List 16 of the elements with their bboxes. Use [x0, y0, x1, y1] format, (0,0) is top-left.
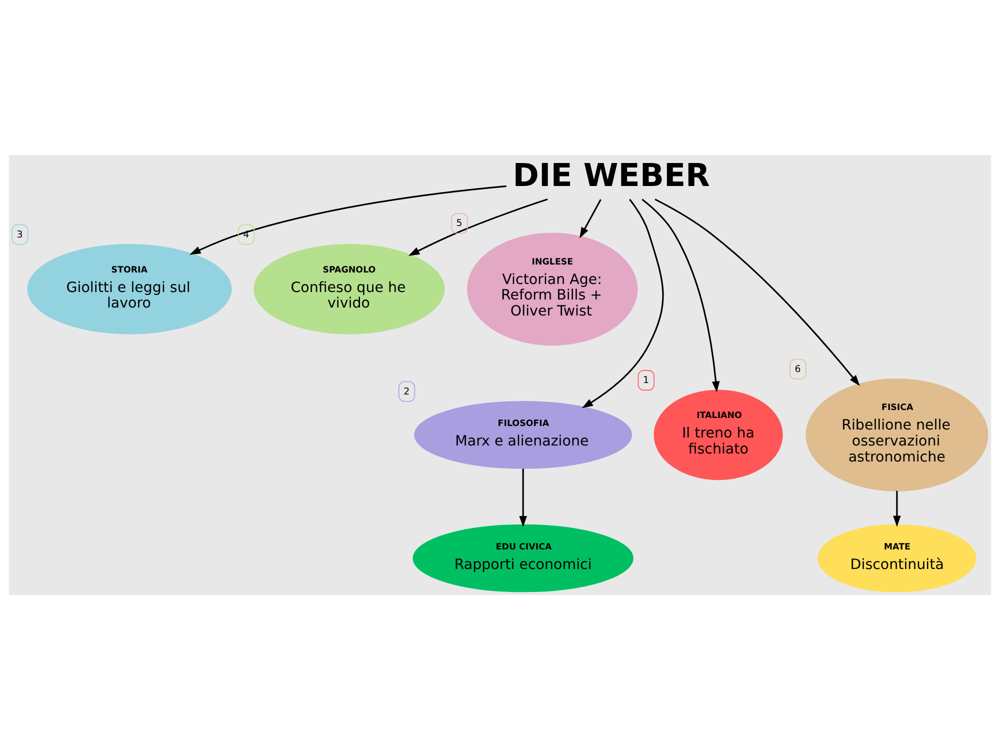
arrow — [190, 185, 506, 255]
node-label: 6 — [794, 364, 801, 375]
node-ellipse: EDU CIVICA Rapporti economici — [412, 524, 634, 592]
node-ellipse: MATE Discontinuità — [818, 524, 976, 592]
arrow — [654, 198, 860, 386]
node-label: 2 — [404, 386, 410, 398]
node-label: 1 — [642, 375, 650, 386]
arrow — [893, 490, 901, 527]
node-label: 3 — [16, 229, 23, 240]
arrow — [580, 199, 602, 238]
arrow — [408, 198, 548, 256]
arrow — [642, 198, 720, 392]
arrow — [519, 468, 527, 528]
node-label: 5 — [456, 218, 462, 230]
arrow — [582, 198, 664, 408]
node-text: DIE WEBER — [512, 158, 710, 194]
